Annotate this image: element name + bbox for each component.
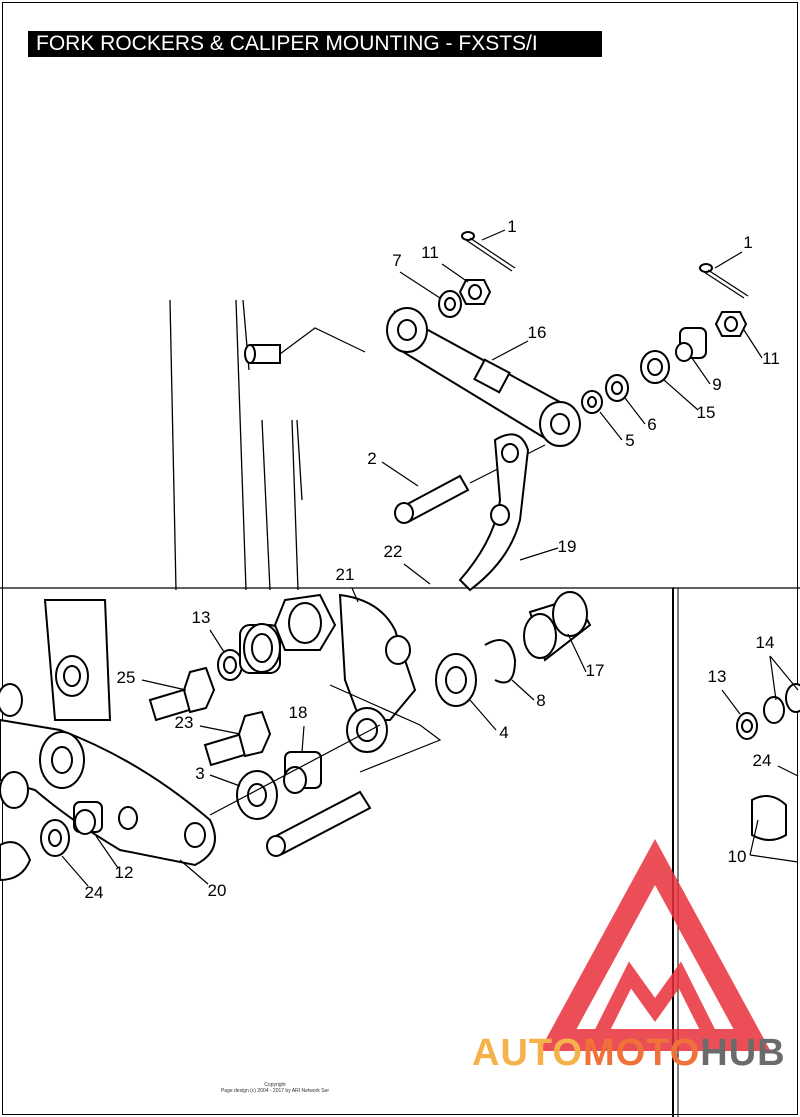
watermark-part-1: AUTO <box>472 1032 583 1074</box>
bolt-23 <box>203 710 272 767</box>
callout-3: 3 <box>195 764 204 783</box>
callout-2: 2 <box>367 449 376 468</box>
callout-11: 11 <box>421 243 439 262</box>
cotter-pin-1 <box>461 231 516 272</box>
callout-12: 12 <box>115 863 134 882</box>
copyright-line-1: Copyright <box>264 1082 286 1088</box>
bushing-9 <box>675 327 707 362</box>
callout-19: 19 <box>558 537 577 556</box>
callout-24: 24 <box>85 883 104 902</box>
right-inset-cap-nut-10 <box>751 795 787 841</box>
fork-tube <box>169 299 303 591</box>
watermark-text: AUTOMOTOHUB <box>472 1032 786 1075</box>
copyright-line-2: Page design (c) 2004 - 2017 by ARI Netwo… <box>220 1088 330 1094</box>
callout-4: 4 <box>499 723 508 742</box>
callout-1: 1 <box>743 233 752 252</box>
alignment-line <box>329 684 442 773</box>
page-title: FORK ROCKERS & CALIPER MOUNTING - FXSTS/… <box>28 31 602 57</box>
washer-24 <box>40 819 70 857</box>
callout-13: 13 <box>192 608 211 627</box>
callout-24: 24 <box>753 751 772 770</box>
caliper-bracket <box>0 599 216 867</box>
washer-6 <box>605 374 629 402</box>
washer-7 <box>438 290 462 318</box>
callout-22: 22 <box>384 542 403 561</box>
callout-16: 16 <box>528 323 547 342</box>
callout-13: 13 <box>708 667 727 686</box>
washer-4 <box>435 653 477 707</box>
fork-stud <box>244 327 366 364</box>
rocker-arm <box>458 433 530 592</box>
callout-23: 23 <box>175 713 194 732</box>
cotter-pin-2 <box>699 263 749 299</box>
callout-8: 8 <box>536 691 545 710</box>
large-nut <box>273 593 337 651</box>
washer-5 <box>581 390 603 414</box>
threaded-stud <box>266 790 372 857</box>
washer-3 <box>236 770 278 820</box>
callout-21: 21 <box>336 565 355 584</box>
bushing-12 <box>73 801 103 835</box>
callout-17: 17 <box>586 661 605 680</box>
right-inset-washer-13 <box>736 712 758 740</box>
callout-7: 7 <box>392 251 401 270</box>
nut-11-top <box>458 279 492 305</box>
cap-nut-left <box>0 841 32 882</box>
clip-8 <box>484 639 517 684</box>
fork-rocker-bracket <box>338 593 417 753</box>
bolt-25 <box>148 666 216 722</box>
callout-20: 20 <box>208 881 227 900</box>
callout-25: 25 <box>117 668 136 687</box>
watermark-logo <box>539 839 771 1051</box>
leader-lines <box>61 229 799 887</box>
right-inset-washer-14 <box>763 683 800 724</box>
bushing-17 <box>523 591 592 662</box>
copyright-notice: Copyright Page design (c) 2004 - 2017 by… <box>190 1082 360 1094</box>
adjuster-spring <box>239 623 281 674</box>
callout-1: 1 <box>507 217 516 236</box>
callout-14: 14 <box>756 633 775 652</box>
watermark-part-3: HUB <box>700 1032 786 1074</box>
callout-18: 18 <box>289 703 308 722</box>
callout-9: 9 <box>712 375 721 394</box>
axis-line <box>209 724 381 816</box>
rocker-link <box>386 307 581 447</box>
washer-15 <box>640 350 670 384</box>
callout-15: 15 <box>697 403 716 422</box>
callout-10: 10 <box>728 847 747 866</box>
washers-left-edge <box>0 683 29 809</box>
callout-5: 5 <box>625 431 634 450</box>
watermark-part-2: MOTO <box>582 1032 701 1074</box>
callout-6: 6 <box>647 415 656 434</box>
spring-13 <box>217 649 243 681</box>
nut-11-right <box>714 311 748 337</box>
callout-11: 11 <box>762 349 780 368</box>
